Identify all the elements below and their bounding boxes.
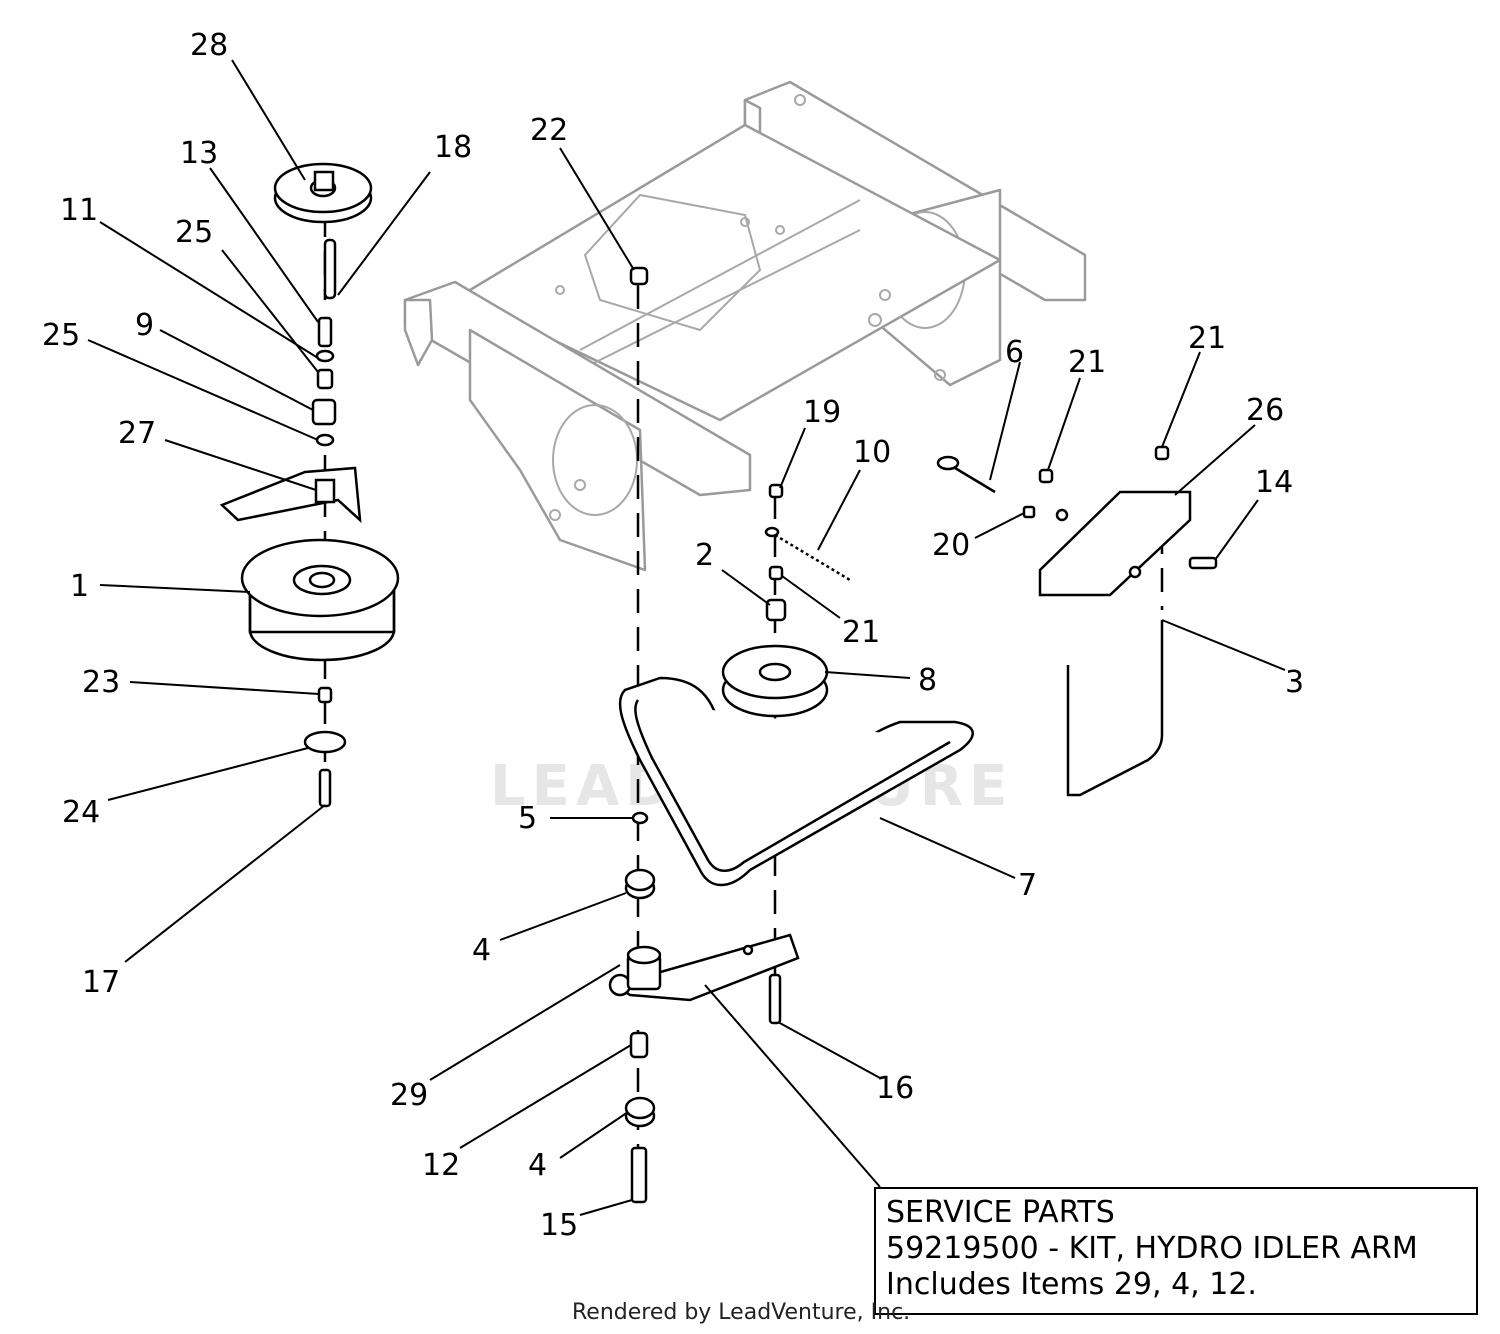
callout-21: 21 <box>842 615 880 650</box>
rendered-by-footer: Rendered by LeadVenture, Inc. <box>572 1300 911 1325</box>
nut-19 <box>768 483 784 499</box>
washer-11 <box>315 349 335 363</box>
callout-24: 24 <box>62 795 100 830</box>
spring-10 <box>764 526 851 582</box>
callout-2: 2 <box>695 538 714 573</box>
clutch-1 <box>240 538 400 662</box>
callout-5: 5 <box>518 801 537 836</box>
callout-19: 19 <box>803 395 841 430</box>
service-parts-includes: Includes Items 29, 4, 12. <box>886 1267 1257 1302</box>
callout-23: 23 <box>82 665 120 700</box>
nut-20 <box>1022 505 1036 519</box>
callout-26: 26 <box>1246 393 1284 428</box>
bracket-26 <box>1038 490 1192 597</box>
bearing-4-upper <box>624 868 656 900</box>
callout-1: 1 <box>70 569 89 604</box>
bracket-27 <box>219 466 362 524</box>
callout-25: 25 <box>175 215 213 250</box>
spacer-9 <box>311 398 337 426</box>
key-18 <box>323 238 337 300</box>
callout-4: 4 <box>472 933 491 968</box>
bolt-16 <box>768 973 782 1025</box>
bushing-12 <box>629 1031 649 1059</box>
callout-21: 21 <box>1188 321 1226 356</box>
leader-lines <box>87 59 1286 1216</box>
callout-22: 22 <box>530 113 568 148</box>
callout-11: 11 <box>60 193 98 228</box>
rod-6 <box>936 455 996 494</box>
service-parts-kit: 59219500 - KIT, HYDRO IDLER ARM <box>886 1231 1418 1266</box>
callout-10: 10 <box>853 435 891 470</box>
callout-4: 4 <box>528 1148 547 1183</box>
callout-25: 25 <box>42 318 80 353</box>
rod-3 <box>1066 620 1164 797</box>
pulley-28 <box>273 162 373 224</box>
washer-5 <box>631 811 649 825</box>
nut-21-rod <box>1038 468 1054 484</box>
bolt-13 <box>317 316 333 348</box>
callout-17: 17 <box>82 965 120 1000</box>
callout-20: 20 <box>932 528 970 563</box>
washer-24 <box>303 730 347 754</box>
callout-9: 9 <box>135 308 154 343</box>
nut-22 <box>629 266 649 286</box>
callout-27: 27 <box>118 416 156 451</box>
callout-8: 8 <box>918 663 937 698</box>
callout-16: 16 <box>876 1071 914 1106</box>
callout-28: 28 <box>190 28 228 63</box>
belt-7 <box>618 676 974 887</box>
callouts: 28 13 18 11 25 9 25 27 1 23 24 17 22 19 … <box>42 28 1304 1243</box>
callout-6: 6 <box>1005 335 1024 370</box>
service-parts-title: SERVICE PARTS <box>886 1195 1115 1230</box>
mower-frame <box>403 80 1087 572</box>
idler-arm-29 <box>608 933 800 1002</box>
spacer-25 <box>316 368 334 390</box>
nut-21-bracket <box>1154 445 1170 461</box>
callout-29: 29 <box>390 1078 428 1113</box>
bolt-17 <box>318 768 332 808</box>
callout-12: 12 <box>422 1148 460 1183</box>
nut-23 <box>317 686 333 704</box>
callout-21: 21 <box>1068 345 1106 380</box>
bolt-14 <box>1188 556 1218 570</box>
nut-21-center <box>768 565 784 581</box>
callout-7: 7 <box>1018 868 1037 903</box>
callout-14: 14 <box>1255 465 1293 500</box>
callout-18: 18 <box>434 130 472 165</box>
callout-3: 3 <box>1285 665 1304 700</box>
callout-15: 15 <box>540 1208 578 1243</box>
service-parts-box: SERVICE PARTS 59219500 - KIT, HYDRO IDLE… <box>874 1187 1478 1315</box>
pulley-8 <box>721 644 829 718</box>
washer-25 <box>315 433 335 447</box>
bearing-4-lower <box>624 1096 656 1128</box>
callout-13: 13 <box>180 136 218 171</box>
bolt-15 <box>630 1146 648 1204</box>
spacer-2 <box>765 598 787 622</box>
